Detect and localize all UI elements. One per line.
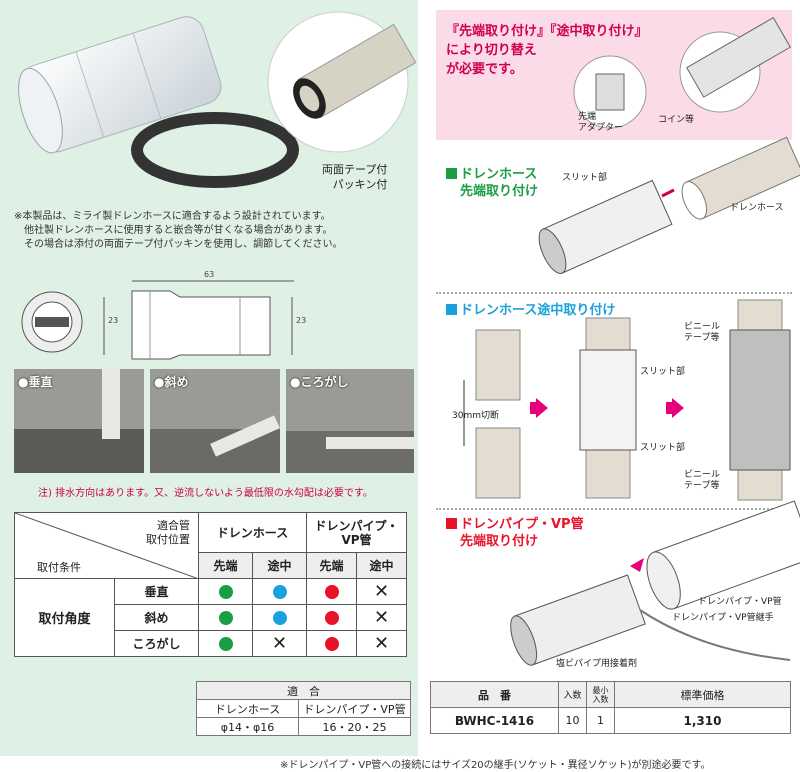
cell: ✕ [252,630,307,657]
red-dot [324,584,339,599]
cross-mark: ✕ [373,632,390,654]
col-hose: ドレンホース [198,512,307,553]
green-dot [218,584,233,599]
red-dot [324,636,339,651]
blue-dot [272,584,287,599]
switch-notice-text: 『先端取り付け』『途中取り付け』 により切り替え が必要です。 [446,24,648,77]
green-dot [218,636,233,651]
price-hdr-code: 品 番 [430,681,559,708]
sub-col-4: 途中 [356,552,407,579]
cell [306,630,357,657]
sec3-title: ドレンパイプ・VP管 先端取り付け [446,516,584,550]
table-row: 斜め ✕ [15,604,407,631]
sec1-title: ドレンホース 先端取り付け [446,166,538,200]
sec3-joint-label: ドレンパイプ・VP管継手 [672,613,774,623]
adapter-label: 先端アダプター [578,112,624,133]
price-hdr-min: 最小入数 [586,681,615,708]
footer-note: ※ドレンパイプ・VP管への接続にはサイズ20の継手(ソケット・異径ソケット)が別… [280,760,711,771]
price-hdr-qty: 入数 [558,681,587,708]
sec3-pipe-label: ドレンパイプ・VP管 [698,597,782,607]
cut-label: 30mm切断 [452,411,499,421]
size-val2: 16・20・25 [298,717,411,736]
sec2-title: ドレンホース途中取り付け [446,302,615,319]
sub-col-3: 先端 [306,552,357,579]
cell [198,604,253,631]
compat-corner: 適合管 取付位置 取付条件 [14,512,199,579]
product-image [18,11,417,188]
cell [252,604,307,631]
row-label: 斜め [114,604,199,631]
cell [252,578,307,605]
cell: ✕ [356,630,407,657]
red-dot [324,610,339,625]
coin-label: コイン等 [658,115,695,125]
sub-col-1: 先端 [198,552,253,579]
compat-note: ※本製品は、ミライ製ドレンホースに適合するよう設計されています。 他社製ドレンホ… [14,211,343,250]
price-hdr-price: 標準価格 [614,681,791,708]
sec2-slit1-label: スリット部 [640,367,686,377]
divider [436,508,792,510]
sec3-glue-label: 塩ビパイプ用接着剤 [556,659,638,669]
size-title: 適 合 [196,681,411,700]
table-row: 取付角度 垂直 ✕ [14,578,407,657]
group-label: 取付角度 [14,578,115,657]
photo-laying: ●ころがし [286,369,414,473]
cell [198,578,253,605]
drain-note: 注) 排水方向はあります。又、逆流しないよう最低限の水勾配は必要です。 [38,488,373,499]
sec1-slit-label: スリット部 [562,173,608,183]
min-qty: 1 [586,707,615,734]
size-col2: ドレンパイプ・VP管 [298,699,411,718]
cross-mark: ✕ [271,632,288,654]
tape-label: 両面テープ付 パッキン付 [322,163,388,191]
price-value: 1,310 [614,707,791,734]
cross-mark: ✕ [373,580,390,602]
dimension-drawing [21,280,294,360]
size-col1: ドレンホース [196,699,299,718]
cell [306,578,357,605]
col-pipe: ドレンパイプ・VP管 [306,512,407,553]
dim-d1: 23 [108,316,119,325]
blue-dot [272,610,287,625]
cell [198,630,253,657]
size-val1: φ14・φ16 [196,717,299,736]
dim-d2: 23 [296,316,307,325]
cell: ✕ [356,578,407,605]
green-dot [218,610,233,625]
cell: ✕ [356,604,407,631]
divider [436,292,792,294]
cell [306,604,357,631]
photo-vertical: ●垂直 [14,369,144,473]
photo-slanted: ●斜め [150,369,280,473]
product-code: BWHC-1416 [430,707,559,734]
price-table: 品 番 入数 最小入数 標準価格 BWHC-1416 10 1 1,310 [430,681,791,734]
sub-col-2: 途中 [252,552,307,579]
vinyl-label-2: ビニールテープ等 [684,470,721,491]
cross-mark: ✕ [373,606,390,628]
table-row: ころがし ✕ ✕ [15,630,407,657]
dim-length: 63 [204,270,215,279]
vinyl-label-1: ビニールテープ等 [684,322,721,343]
row-label: 垂直 [114,578,199,605]
compat-table: 適合管 取付位置 取付条件 ドレンホース ドレンパイプ・VP管 先端 途中 先端… [14,512,407,657]
sec1-hose-label: ドレンホース [730,203,784,213]
row-label: ころがし [114,630,199,657]
qty: 10 [558,707,587,734]
size-table: 適 合 ドレンホース ドレンパイプ・VP管 φ14・φ16 16・20・25 [196,681,411,736]
table-row: BWHC-1416 10 1 1,310 [430,707,791,734]
sec2-slit2-label: スリット部 [640,443,686,453]
